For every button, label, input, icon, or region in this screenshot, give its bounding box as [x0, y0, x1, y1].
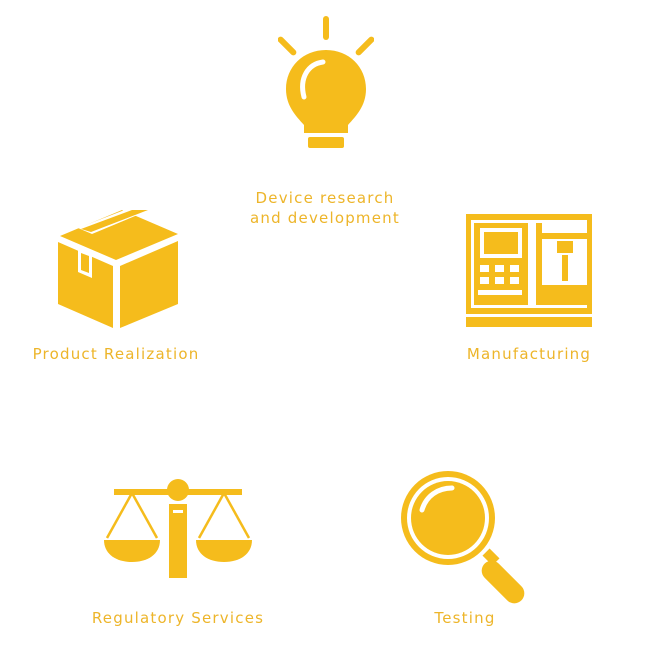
label-line-1: Device research [255, 189, 395, 207]
label-product-realization: Product Realization [32, 345, 200, 363]
label-regulatory-services: Regulatory Services [91, 609, 265, 627]
manufacturing-machine-icon [466, 214, 592, 327]
magnifying-glass-icon [401, 471, 525, 604]
label-line-2: and development [250, 209, 400, 227]
package-box-icon [58, 210, 178, 328]
balance-scale-icon [104, 479, 252, 578]
label-testing: Testing [434, 609, 496, 627]
lightbulb-icon [278, 16, 374, 148]
label-manufacturing: Manufacturing [466, 345, 592, 363]
label-device-research: Device research and development [225, 188, 425, 228]
